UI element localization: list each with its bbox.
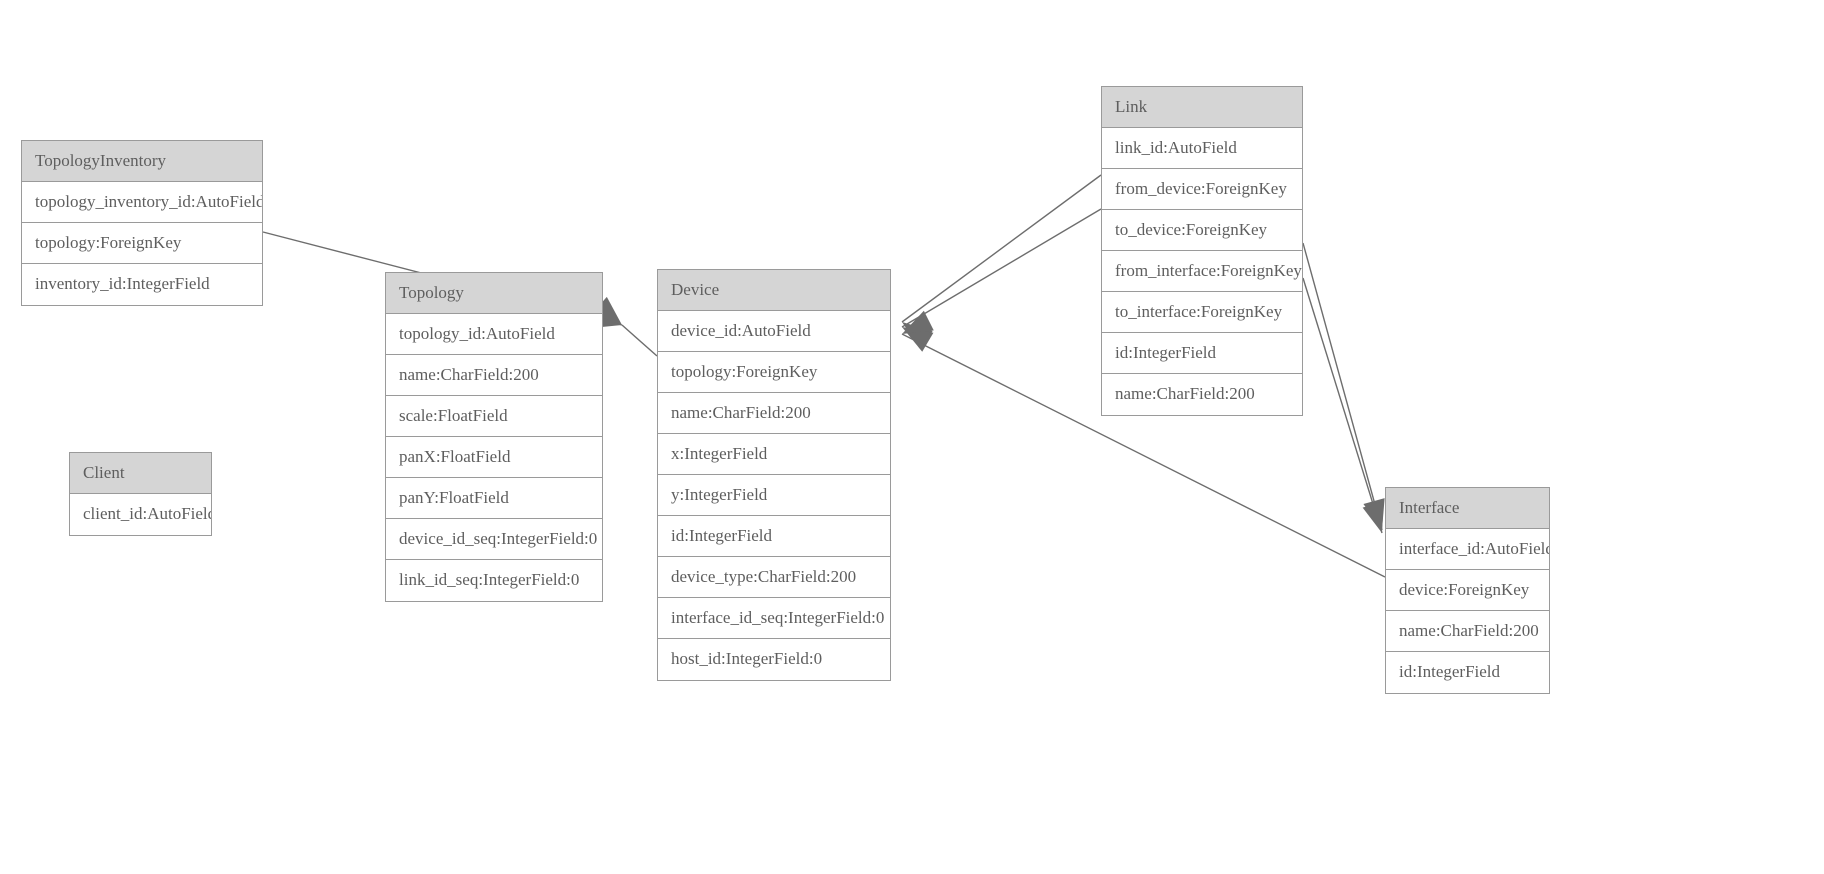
entity-field: inventory_id:IntegerField (22, 264, 262, 305)
entity-field: device_type:CharField:200 (658, 557, 890, 598)
entity-field: panY:FloatField (386, 478, 602, 519)
entity-field: id:IntegerField (658, 516, 890, 557)
entity-title-link: Link (1102, 87, 1302, 128)
rel-link-fromdevice-device (901, 174, 1102, 349)
entity-field: id:IntegerField (1386, 652, 1549, 693)
entity-field: device_id_seq:IntegerField:0 (386, 519, 602, 560)
entity-field: client_id:AutoField (70, 494, 211, 535)
entity-field: panX:FloatField (386, 437, 602, 478)
entity-title-device: Device (658, 270, 890, 311)
relationship-line (901, 174, 1102, 323)
entity-field: name:CharField:200 (1386, 611, 1549, 652)
rel-link-todevice-device (901, 208, 1102, 352)
entity-field: name:CharField:200 (658, 393, 890, 434)
entity-field: name:CharField:200 (386, 355, 602, 396)
entity-field: interface_id_seq:IntegerField:0 (658, 598, 890, 639)
relationship-arrowhead (902, 310, 934, 334)
relationship-arrowhead (902, 322, 933, 349)
entity-field: topology:ForeignKey (658, 352, 890, 393)
entity-field: to_device:ForeignKey (1102, 210, 1302, 251)
entity-title-client: Client (70, 453, 211, 494)
entity-field: device:ForeignKey (1386, 570, 1549, 611)
entity-field: device_id:AutoField (658, 311, 890, 352)
entity-field: link_id:AutoField (1102, 128, 1302, 169)
entity-field: from_interface:ForeignKey (1102, 251, 1302, 292)
entity-title-topology_inventory: TopologyInventory (22, 141, 262, 182)
entity-field: topology:ForeignKey (22, 223, 262, 264)
entity-title-interface: Interface (1386, 488, 1549, 529)
entity-field: from_device:ForeignKey (1102, 169, 1302, 210)
entity-field: name:CharField:200 (1102, 374, 1302, 415)
relationship-line (621, 324, 658, 357)
entity-field: topology_id:AutoField (386, 314, 602, 355)
entity-field: id:IntegerField (1102, 333, 1302, 374)
entity-field: topology_inventory_id:AutoField (22, 182, 262, 223)
entity-field: interface_id:AutoField (1386, 529, 1549, 570)
entity-field: to_interface:ForeignKey (1102, 292, 1302, 333)
entity-title-topology: Topology (386, 273, 602, 314)
relationship-line (1302, 277, 1383, 534)
rel-link-frominterface-interface (1302, 242, 1385, 531)
relationship-line (901, 208, 1102, 328)
relationship-line (1302, 242, 1383, 531)
entity-field: link_id_seq:IntegerField:0 (386, 560, 602, 601)
entity-field: host_id:IntegerField:0 (658, 639, 890, 680)
entity-field: scale:FloatField (386, 396, 602, 437)
entity-field: y:IntegerField (658, 475, 890, 516)
rel-link-tointerface-interface (1302, 277, 1384, 534)
relationship-arrowhead (902, 327, 934, 352)
entity-field: x:IntegerField (658, 434, 890, 475)
